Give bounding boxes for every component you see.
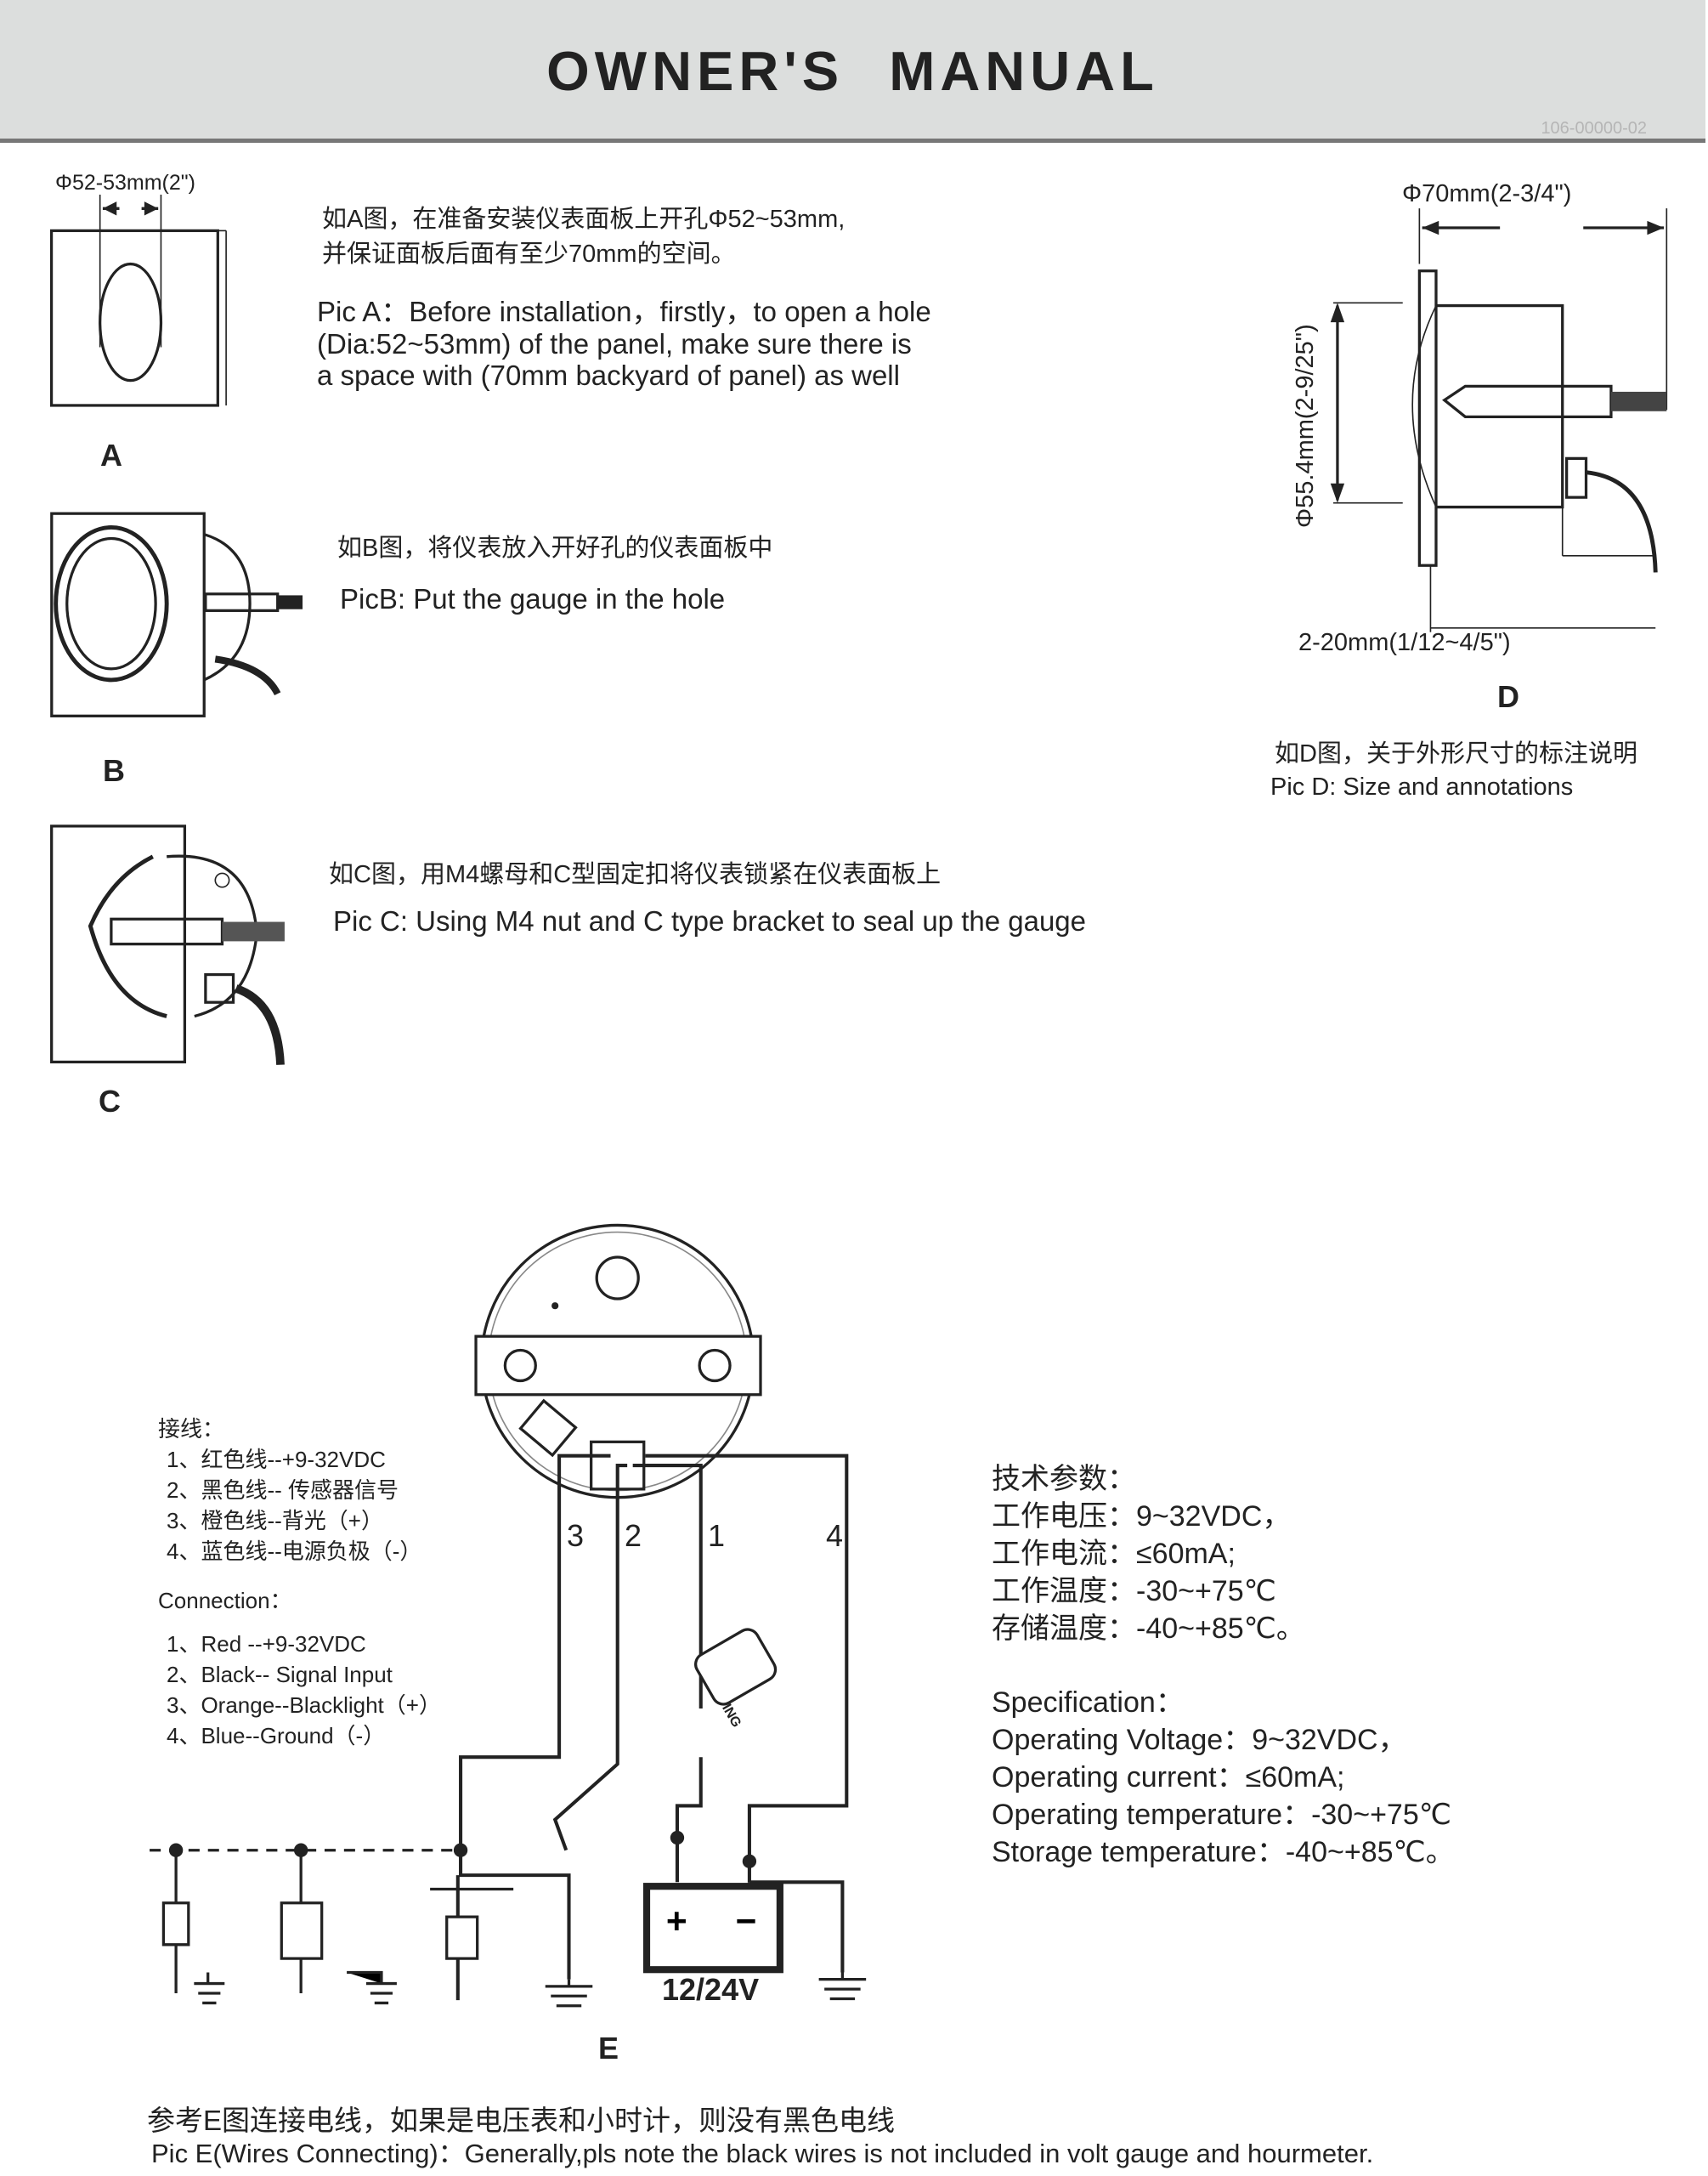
pic-d-depth-dimension: 2-20mm(1/12~4/5"): [1298, 629, 1511, 656]
spec-en-item: Operating current：≤60mA;: [992, 1761, 1345, 1794]
connection-en-list: Connection： 1、Red --+9-32VDC 2、Black-- S…: [158, 1585, 441, 1751]
pic-a-panel-drawing: [49, 195, 227, 407]
header-bar: OWNER'S MANUAL 106-00000-02: [0, 0, 1705, 143]
spec-cn-item: 工作电流：≤60mA;: [992, 1538, 1236, 1570]
wire-number-3: 3: [567, 1518, 585, 1553]
pic-b-gauge-drawing: [50, 512, 303, 717]
spec-cn-item: 工作电压：9~32VDC，: [992, 1500, 1292, 1533]
svg-text:+: +: [666, 1902, 687, 1942]
pic-a-cn-line-1: 如A图，在准备安装仪表面板上开孔Φ52~53mm,: [322, 206, 846, 233]
pic-a-en-line-3: a space with (70mm backyard of panel) as…: [317, 360, 900, 391]
pic-c-gauge-drawing: [50, 824, 285, 1065]
pic-a-label: A: [100, 438, 122, 473]
pic-a-en-line-2: (Dia:52~53mm) of the panel, make sure th…: [317, 328, 912, 360]
connection-en-item: 2、Black-- Signal Input: [167, 1662, 393, 1687]
spec-en-title: Specification：: [992, 1686, 1185, 1719]
connection-cn-item: 2、黑色线-- 传感器信号: [167, 1477, 399, 1503]
spec-cn-list: 技术参数： 工作电压：9~32VDC， 工作电流：≤60mA; 工作温度：-30…: [992, 1460, 1305, 1647]
pic-e-label: E: [598, 2031, 619, 2066]
spec-cn-item: 存储温度：-40~+85℃。: [992, 1612, 1305, 1645]
spec-cn-item: 工作温度：-30~+75℃: [992, 1575, 1276, 1607]
pic-c-label: C: [99, 1084, 121, 1119]
connection-en-item: 3、Orange--Blacklight（+）: [167, 1692, 441, 1718]
pic-a-dimension: Φ52-53mm(2"): [55, 171, 195, 195]
pic-b-en: PicB: Put the gauge in the hole: [340, 583, 726, 615]
spec-en-list: Specification： Operating Voltage：9~32VDC…: [992, 1684, 1455, 1871]
pic-b-cn: 如B图，将仪表放入开好孔的仪表面板中: [337, 535, 773, 562]
pic-d-label: D: [1497, 679, 1519, 714]
connection-cn-list: 接线： 1、红色线--+9-32VDC 2、黑色线-- 传感器信号 3、橙色线-…: [158, 1414, 421, 1567]
connection-cn-item: 3、橙色线--背光（+）: [167, 1508, 383, 1533]
connection-en-item: 4、Blue--Ground（-）: [167, 1723, 386, 1748]
pic-d-width-dimension: Φ70mm(2-3/4"): [1402, 180, 1572, 207]
pic-b-label: B: [103, 753, 125, 788]
pic-a-cn-line-2: 并保证面板后面有至少70mm的空间。: [322, 241, 736, 268]
spec-en-item: Operating Voltage：9~32VDC，: [992, 1724, 1407, 1756]
pic-e-wiring-diagram: + −: [150, 1223, 867, 2008]
page-title: OWNER'S MANUAL: [546, 40, 1159, 102]
wire-number-4: 4: [826, 1518, 844, 1553]
spec-cn-title: 技术参数：: [992, 1463, 1136, 1495]
svg-text:−: −: [736, 1902, 757, 1942]
connection-en-item: 1、Red --+9-32VDC: [167, 1631, 366, 1657]
pic-d-side-view-drawing: [1330, 208, 1668, 632]
wire-number-1: 1: [708, 1518, 726, 1553]
pic-d-en: Pic D: Size and annotations: [1270, 774, 1574, 801]
connection-cn-item: 1、红色线--+9-32VDC: [167, 1447, 386, 1472]
battery-voltage-label: 12/24V: [662, 1972, 760, 2007]
document-number: 106-00000-02: [1541, 119, 1647, 138]
wire-number-2: 2: [625, 1518, 642, 1553]
spec-en-item: Operating temperature：-30~+75℃: [992, 1799, 1451, 1831]
pic-c-cn: 如C图，用M4螺母和C型固定扣将仪表锁紧在仪表面板上: [329, 861, 942, 888]
connection-en-title: Connection：: [158, 1588, 292, 1613]
pic-c-en: Pic C: Using M4 nut and C type bracket t…: [333, 905, 1087, 937]
pic-a-en-line-1: Pic A：Before installation，firstly，to ope…: [317, 296, 931, 327]
pic-e-note-cn: 参考E图连接电线，如果是电压表和小时计，则没有黑色电线: [147, 2105, 896, 2136]
spec-en-item: Storage temperature：-40~+85℃。: [992, 1836, 1455, 1868]
connection-cn-title: 接线：: [158, 1416, 225, 1442]
connection-cn-item: 4、蓝色线--电源负极（-）: [167, 1538, 422, 1564]
pic-e-note-en: Pic E(Wires Connecting)：Generally,pls no…: [151, 2139, 1374, 2168]
pic-d-cn: 如D图，关于外形尺寸的标注说明: [1275, 740, 1637, 768]
